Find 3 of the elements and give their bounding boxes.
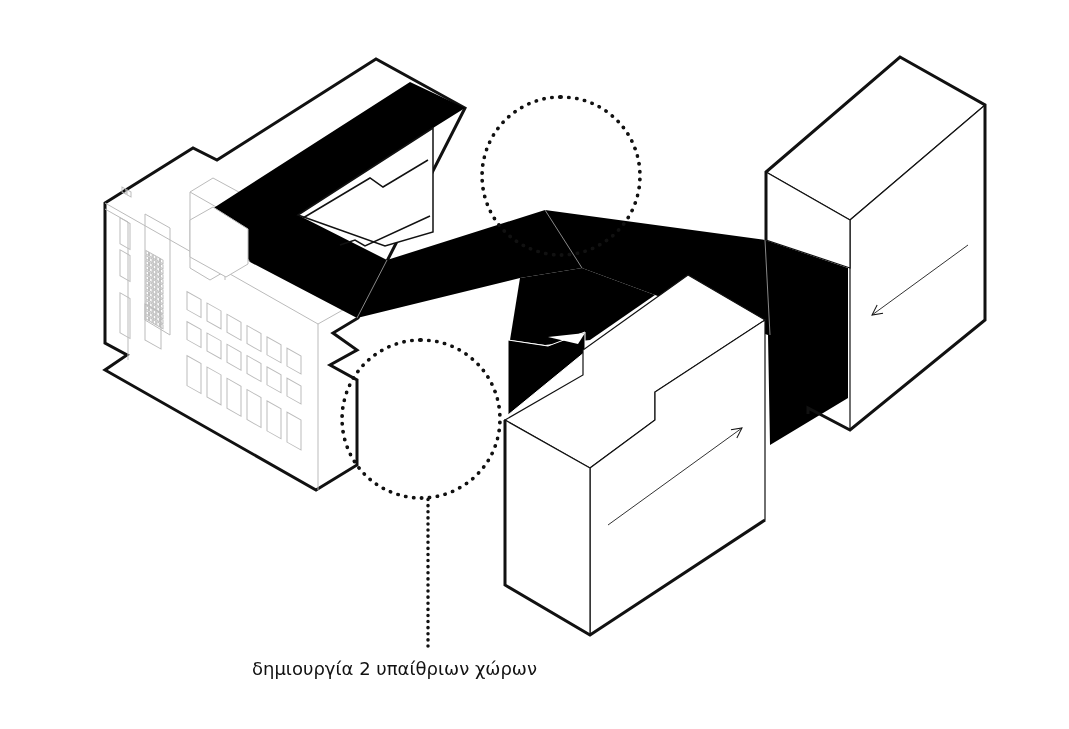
caption-text: δημιουργία 2 υπαίθριων χώρων (252, 658, 537, 679)
dotted-circle (480, 95, 642, 257)
dotted-circle (340, 338, 502, 500)
